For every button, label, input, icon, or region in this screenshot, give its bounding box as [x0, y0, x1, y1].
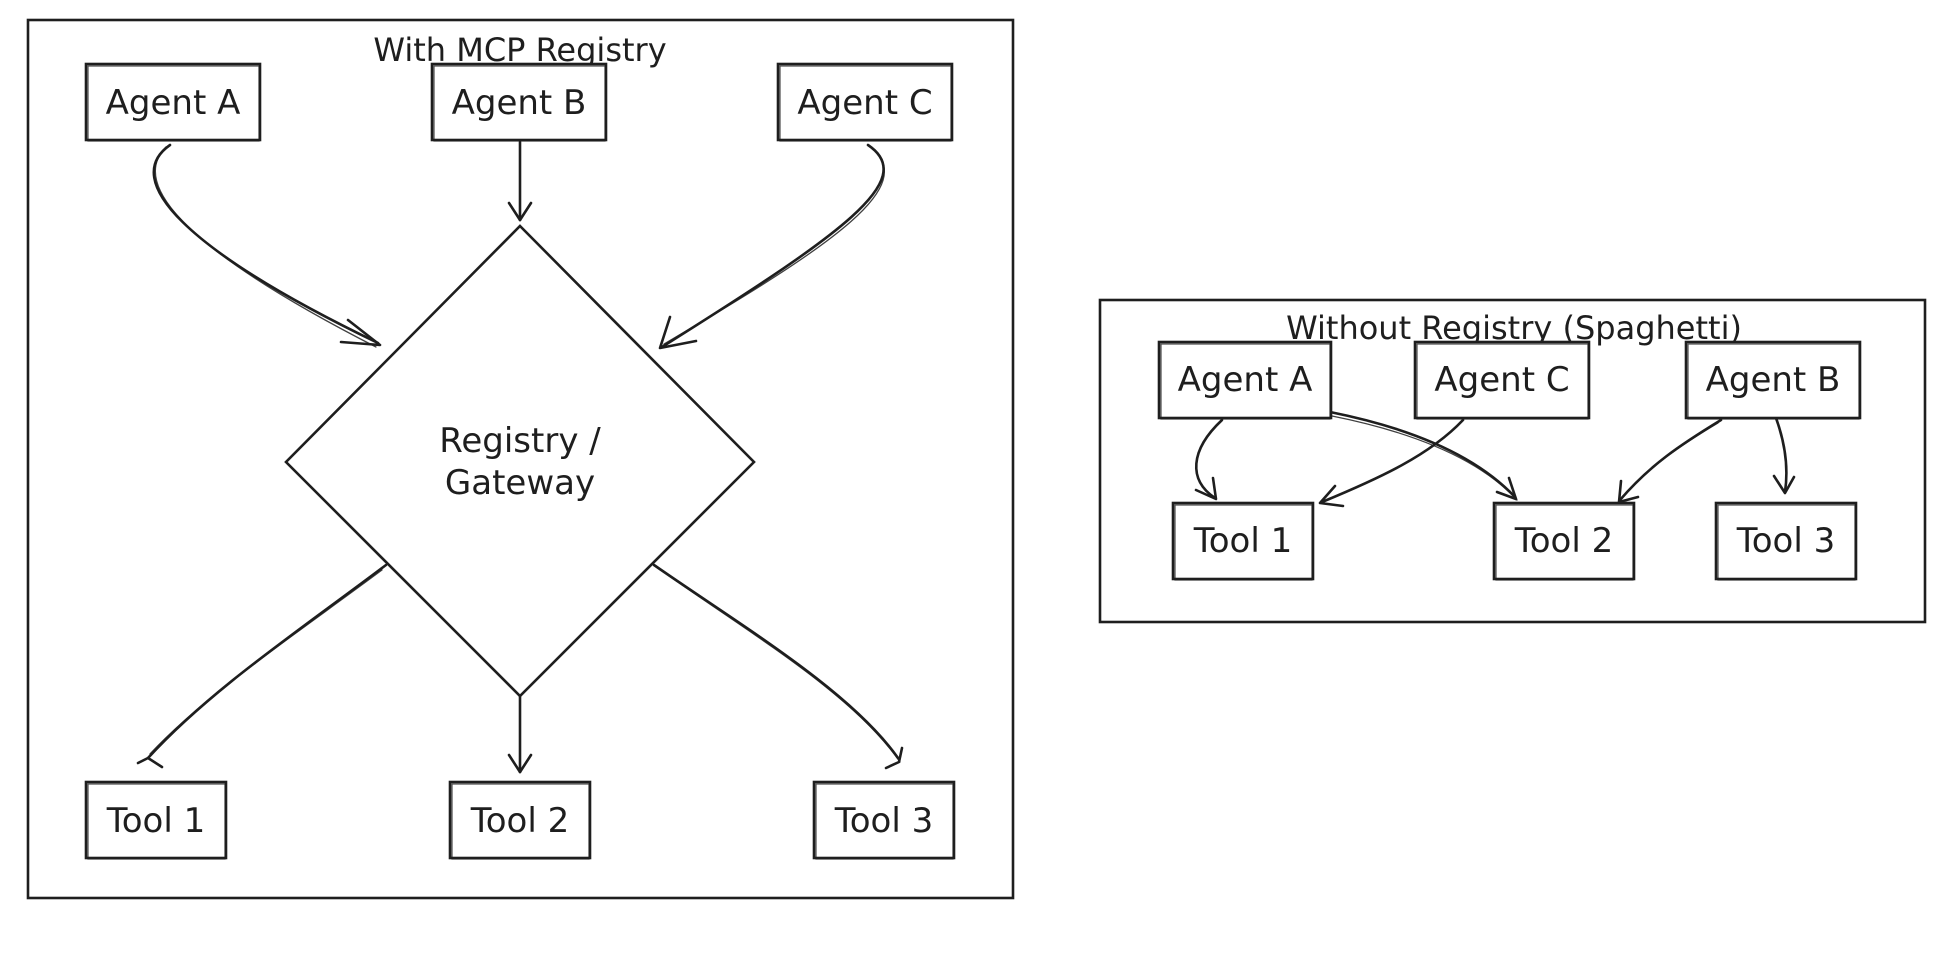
registry-tool-3-box [812, 780, 956, 860]
edge-spaghetti-agent-b-to-tool-2-sketch [1621, 422, 1719, 498]
registry-agent-b-box [430, 62, 608, 142]
registry-tool-1-box-sketch [87, 783, 226, 860]
spaghetti-tool-2-box-sketch [1495, 504, 1634, 581]
arrowhead-registry-to-tool-2 [507, 753, 533, 774]
registry-agent-b-node: Agent B [430, 62, 608, 142]
registry-agent-b-box-sketch [433, 65, 606, 142]
registry-gateway-diamond [284, 224, 756, 698]
registry-tool-2-box-sketch [451, 783, 590, 860]
edge-agent-a-to-registry [152, 143, 380, 345]
edge-spaghetti-agent-b-to-tool-2 [1618, 418, 1723, 502]
registry-tool-1-node: Tool 1 [84, 780, 228, 860]
spaghetti-agent-c-node: Agent C [1413, 340, 1591, 420]
spaghetti-agent-b-node: Agent B [1684, 340, 1862, 420]
arrowhead-spaghetti-agent-a-to-tool-2 [1495, 476, 1518, 501]
spaghetti-panel-frame [1098, 298, 1927, 624]
registry-agent-c-box [776, 62, 954, 142]
registry-tool-3-label: Tool 3 [834, 801, 933, 841]
edge-agent-a-to-registry-sketch [154, 146, 377, 348]
spaghetti-tool-3-label: Tool 3 [1736, 521, 1835, 561]
edge-spaghetti-agent-c-to-tool-1 [1320, 418, 1465, 504]
spaghetti-agent-b-box-sketch [1687, 343, 1860, 420]
edge-spaghetti-agent-a-to-tool-2-sketch [1331, 415, 1518, 501]
spaghetti-agent-a-node: Agent A [1157, 340, 1333, 420]
spaghetti-panel: Without Registry (Spaghetti) Agent A Age… [1098, 298, 1927, 624]
arrowhead-registry-to-tool-1 [136, 756, 164, 769]
edge-spaghetti-agent-a-to-tool-1 [1194, 418, 1224, 500]
arrowhead-agent-a-to-registry [339, 318, 382, 347]
spaghetti-panel-title-backdrop [1265, 307, 1765, 345]
registry-agent-b-label: Agent B [452, 83, 587, 123]
arrowhead-spaghetti-agent-b-to-tool-3 [1772, 474, 1796, 495]
edge-registry-to-tool-1-sketch [149, 569, 383, 755]
registry-agent-a-node: Agent A [84, 62, 262, 142]
spaghetti-agent-a-box-sketch [1160, 343, 1331, 420]
spaghetti-agent-b-label: Agent B [1706, 360, 1841, 400]
spaghetti-agent-c-box-sketch [1416, 343, 1589, 420]
spaghetti-panel-title: Without Registry (Spaghetti) [1286, 309, 1742, 347]
registry-panel: With MCP Registry Agent A Agent B [26, 18, 1015, 900]
spaghetti-tool-1-node: Tool 1 [1171, 501, 1315, 581]
edge-agent-c-to-registry-sketch [663, 147, 885, 345]
spaghetti-agent-a-box [1157, 340, 1333, 420]
arrowhead-agent-c-to-registry [658, 315, 698, 350]
spaghetti-tool-3-box [1714, 501, 1858, 581]
registry-agent-a-box-sketch [87, 65, 260, 142]
spaghetti-tool-3-node: Tool 3 [1714, 501, 1858, 581]
registry-tool-1-box [84, 780, 228, 860]
registry-gateway-label-line-1: Registry / [439, 421, 601, 461]
registry-agent-c-label: Agent C [797, 83, 932, 123]
registry-tool-2-node: Tool 2 [448, 780, 592, 860]
registry-panel-title-backdrop [360, 28, 680, 68]
spaghetti-agent-b-box [1684, 340, 1862, 420]
spaghetti-tool-1-label: Tool 1 [1193, 521, 1292, 561]
spaghetti-agent-c-label: Agent C [1434, 360, 1569, 400]
arrowhead-spaghetti-agent-c-to-tool-1 [1318, 484, 1345, 508]
registry-tool-2-box [448, 780, 592, 860]
spaghetti-tool-2-node: Tool 2 [1492, 501, 1636, 581]
arrowhead-spaghetti-agent-a-to-tool-1 [1194, 476, 1218, 501]
spaghetti-agent-c-box [1413, 340, 1591, 420]
registry-agent-a-label: Agent A [106, 83, 241, 123]
registry-tool-3-node: Tool 3 [812, 780, 956, 860]
registry-agent-c-node: Agent C [776, 62, 954, 142]
edge-spaghetti-agent-a-to-tool-2 [1328, 410, 1517, 499]
edge-agent-c-to-registry [660, 143, 885, 349]
registry-panel-title: With MCP Registry [373, 31, 666, 69]
registry-gateway-node: Registry / Gateway [284, 224, 756, 698]
spaghetti-tool-2-box [1492, 501, 1636, 581]
arrowhead-agent-b-to-registry [507, 201, 533, 222]
registry-agent-c-box-sketch [779, 65, 952, 142]
registry-tool-2-label: Tool 2 [470, 801, 569, 841]
registry-tool-1-label: Tool 1 [106, 801, 205, 841]
spaghetti-tool-1-box-sketch [1174, 504, 1313, 581]
registry-gateway-label-line-2: Gateway [445, 463, 595, 503]
spaghetti-tool-3-box-sketch [1717, 504, 1856, 581]
spaghetti-tool-1-box [1171, 501, 1315, 581]
registry-panel-frame [26, 18, 1015, 900]
edge-registry-to-tool-3-sketch [657, 567, 901, 763]
registry-tool-3-box-sketch [815, 783, 954, 860]
registry-agent-a-box [84, 62, 262, 142]
edge-registry-to-tool-3 [652, 563, 900, 760]
spaghetti-tool-2-label: Tool 2 [1514, 521, 1613, 561]
edge-spaghetti-agent-b-to-tool-3 [1774, 416, 1788, 494]
spaghetti-agent-a-label: Agent A [1178, 360, 1313, 400]
arrowhead-registry-to-tool-3 [884, 746, 904, 770]
